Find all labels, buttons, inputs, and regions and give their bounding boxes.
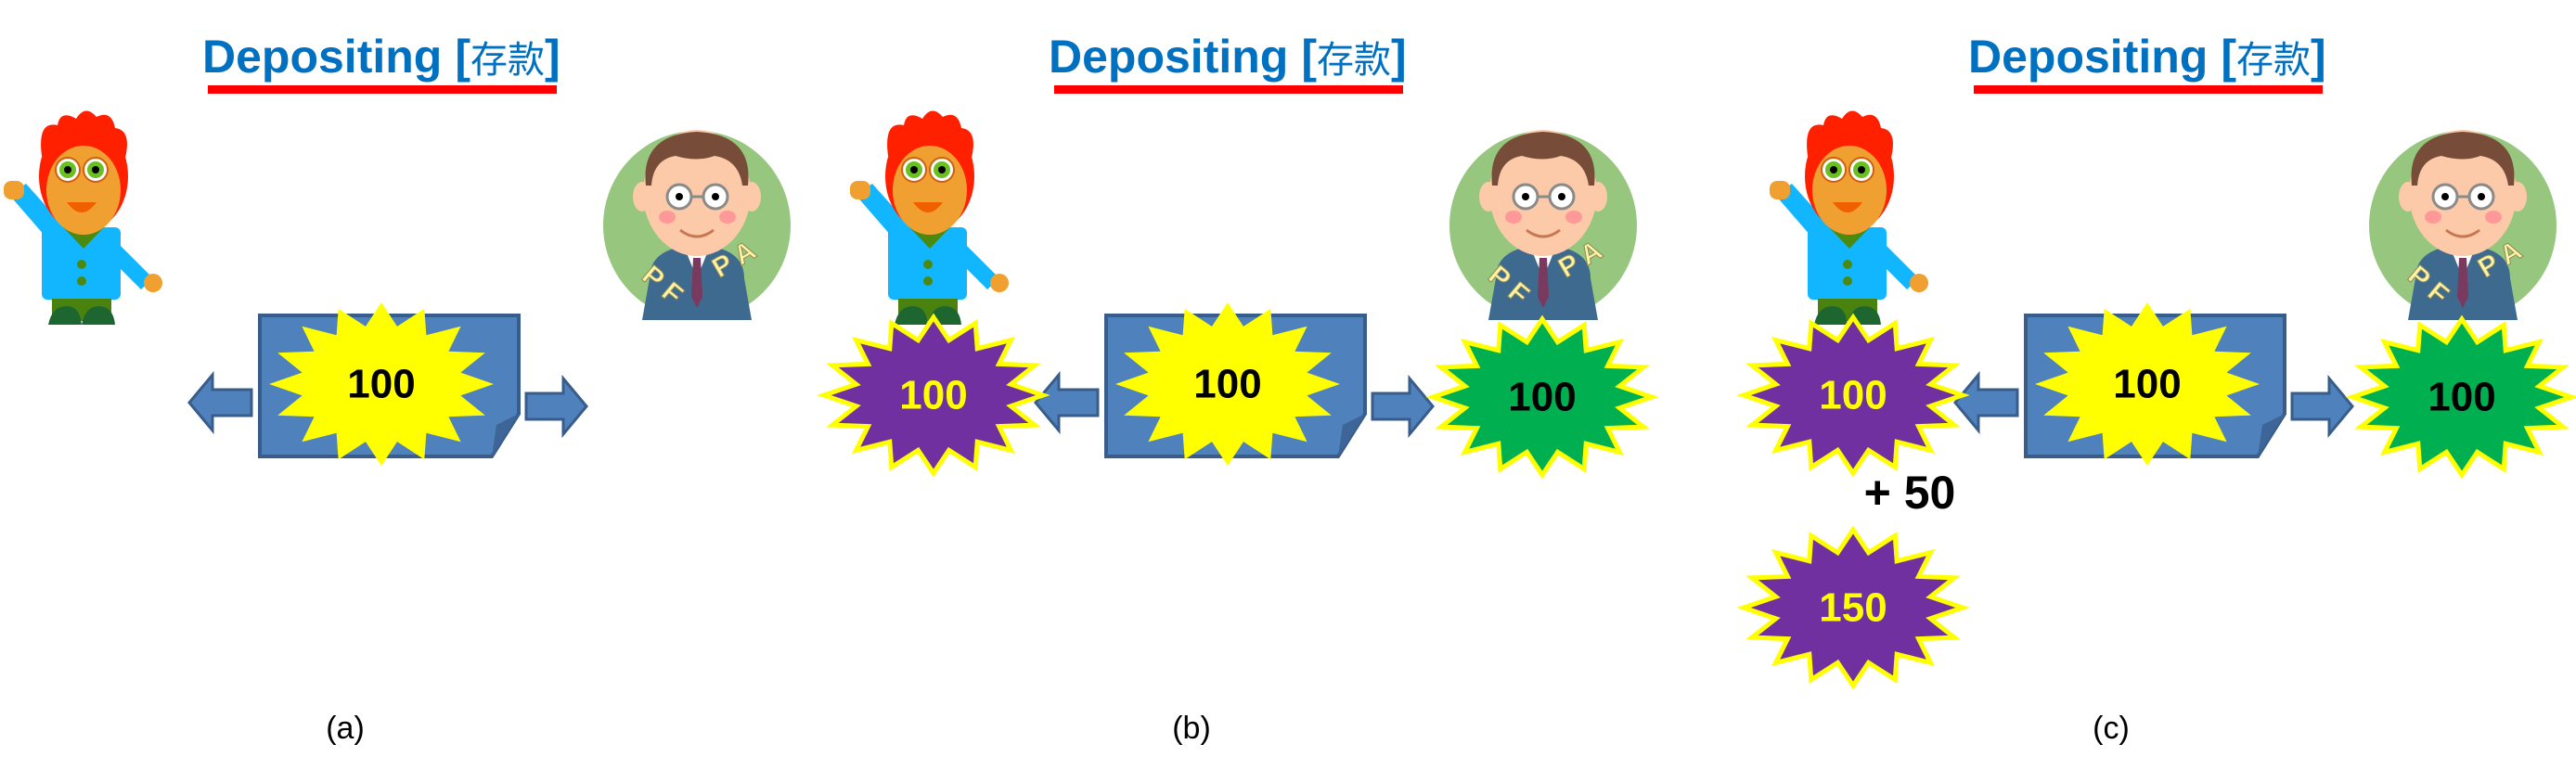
title-text: Depositing [1049, 31, 1288, 83]
arrow-left-icon [1034, 373, 1100, 432]
bank-amount-burst [1425, 314, 1659, 480]
title-chinese: 存款 [470, 39, 545, 82]
banker-character-icon: P FP A [601, 128, 792, 322]
arrow-right-icon [2290, 377, 2354, 436]
document-amount: 100 [347, 362, 415, 407]
arrow-right-icon [524, 377, 588, 436]
panel-title: Depositing[存款] [1049, 31, 1407, 83]
panel-a: Depositing[存款] P FP A 100 (a) [3, 31, 792, 746]
title-bracket-close: ] [545, 31, 560, 83]
customer-amount: 100 [1819, 373, 1887, 418]
bank-amount: 100 [2428, 375, 2495, 420]
document-amount: 100 [1193, 362, 1261, 407]
title-chinese: 存款 [2236, 39, 2311, 82]
title-underline [1054, 85, 1403, 94]
arrow-left-icon [187, 373, 253, 432]
title-bracket-close: ] [2311, 31, 2326, 83]
banker-character-icon: P FP A [2367, 128, 2558, 322]
bank-amount: 100 [1508, 375, 1576, 420]
title-bracket-open: [ [455, 31, 470, 83]
customer-amount-burst [817, 313, 1050, 478]
panel-b: Depositing[存款] P FP A 100 100 100 (b) [817, 31, 1659, 746]
banker-character-icon: P FP A [1448, 128, 1639, 322]
customer-new-amount: 150 [1819, 585, 1887, 631]
document-amount: 100 [2113, 362, 2181, 407]
interest-amount: + 50 [1864, 467, 1956, 519]
document-amount-burst [1115, 302, 1340, 466]
title-bracket-open: [ [1301, 31, 1317, 83]
document-amount-burst [2035, 302, 2260, 466]
title-underline [1974, 85, 2323, 94]
title-text: Depositing [1968, 31, 2208, 83]
panel-label: (b) [1172, 711, 1211, 746]
customer-character-icon [849, 109, 1010, 326]
panel-label: (a) [326, 711, 365, 746]
title-chinese: 存款 [1317, 39, 1391, 82]
title-text: Depositing [202, 31, 442, 83]
panel-title: Depositing[存款] [202, 31, 560, 83]
title-bracket-close: ] [1391, 31, 1407, 83]
customer-character-icon [3, 109, 163, 326]
arrow-right-icon [1371, 377, 1435, 436]
title-bracket-open: [ [2221, 31, 2236, 83]
bank-amount-burst [2345, 314, 2576, 480]
customer-amount: 100 [899, 373, 967, 418]
title-underline [208, 85, 557, 94]
panel-title: Depositing[存款] [1968, 31, 2326, 83]
customer-character-icon [1769, 109, 1929, 326]
document-amount-burst [269, 302, 494, 466]
panel-label: (c) [2093, 711, 2130, 746]
customer-new-amount-burst [1736, 525, 1970, 690]
customer-amount-burst [1736, 313, 1970, 478]
panel-c: Depositing[存款] P FP A 100 100 100 + 50 150 (c) [1736, 31, 2576, 746]
arrow-left-icon [1953, 373, 2019, 432]
